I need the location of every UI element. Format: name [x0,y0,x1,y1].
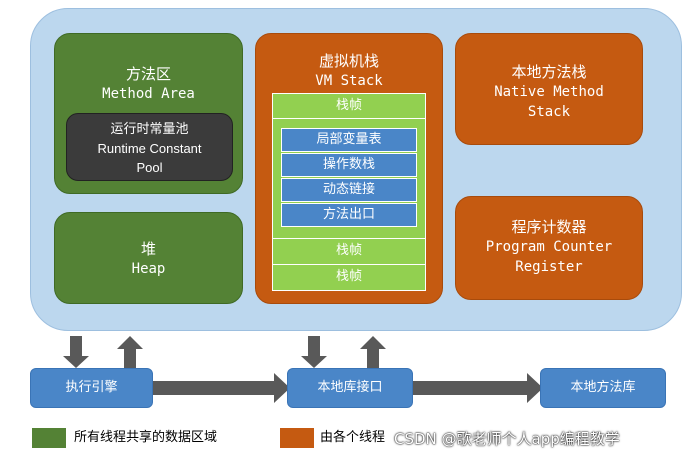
runtime-constant-pool-box: 运行时常量池 Runtime Constant Pool [66,113,233,181]
local-variable-table: 局部变量表 [281,128,417,152]
pc-register-en-1: Program Counter [485,239,613,255]
vm-stack-cn: 虚拟机栈 [318,52,379,70]
dynamic-linking: 动态链接 [281,178,417,202]
arrow-down-icon [301,336,327,368]
native-stack-en-2: Stack [527,104,571,120]
constant-pool-cn: 运行时常量池 [110,122,189,137]
return-address: 方法出口 [281,203,417,227]
legend-private-label: 由各个线程 [320,430,386,445]
arrow-up-icon [360,336,386,368]
native-stack-en-1: Native Method [494,84,604,100]
legend-shared-swatch [32,428,66,448]
stack-frame-header: 栈帧 [272,93,426,119]
vm-stack-en: VM Stack [315,73,383,89]
native-interface-box: 本地库接口 [287,368,413,408]
method-area-en: Method Area [102,86,195,102]
program-counter-box: 程序计数器 Program Counter Register [455,196,643,300]
arrow-right-icon [413,373,543,403]
csdn-watermark: CSDN @歌老师个人app编程教学 [394,430,620,448]
arrow-down-icon [63,336,89,368]
legend-private-swatch [280,428,314,448]
native-method-stack-box: 本地方法栈 Native Method Stack [455,33,643,145]
heap-en: Heap [131,261,166,277]
arrow-right-icon [153,373,290,403]
arrow-up-icon [117,336,143,368]
operand-stack: 操作数栈 [281,153,417,177]
native-library-box: 本地方法库 [540,368,666,408]
pc-register-cn: 程序计数器 [511,218,587,236]
heap-cn: 堆 [140,240,156,258]
stack-frame-3: 栈帧 [272,264,426,291]
native-stack-cn: 本地方法栈 [511,63,587,81]
method-area-cn: 方法区 [125,65,171,83]
legend-shared-label: 所有线程共享的数据区域 [74,430,218,445]
pc-register-en-2: Register [515,259,583,275]
constant-pool-en-1: Runtime Constant [97,141,202,156]
stack-frame-2: 栈帧 [272,238,426,265]
heap-box: 堆 Heap [54,212,243,304]
execution-engine-box: 执行引擎 [30,368,153,408]
constant-pool-en-2: Pool [136,160,163,175]
